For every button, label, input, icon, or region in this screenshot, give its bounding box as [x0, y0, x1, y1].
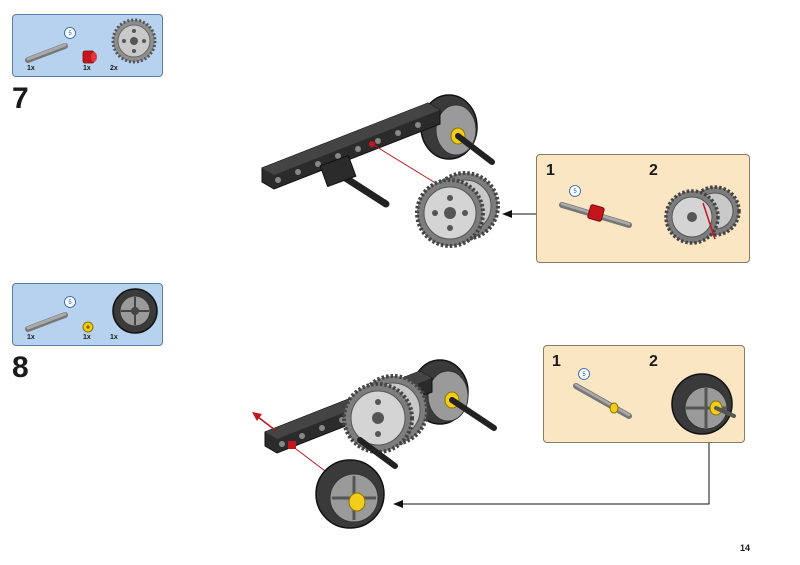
qty-wheel: 1x [110, 334, 118, 341]
subassembly-arrow [402, 440, 710, 505]
half-bush-part [82, 321, 94, 333]
parts-callout-art: 5 [25, 288, 158, 334]
svg-text:5: 5 [582, 372, 586, 378]
double-gear [415, 171, 500, 248]
qty-axle: 1x [27, 65, 35, 72]
subassembly-callout-step-7: 1 2 5 [536, 154, 750, 263]
length-callout-icon: 5 [64, 27, 76, 39]
substep-number: 2 [649, 162, 658, 179]
bush-part [82, 50, 97, 64]
qty-half-bush: 1x [83, 334, 91, 341]
wheel-front [315, 459, 385, 529]
parts-callout-step-8: 5 1x 1x 1x [12, 283, 163, 346]
gear-pair [664, 185, 741, 245]
subassembly-art: 5 [573, 368, 736, 435]
axle-lower [357, 437, 398, 469]
substep-number: 2 [649, 353, 658, 370]
parts-callout-art: 5 [25, 18, 157, 64]
svg-text:5: 5 [68, 31, 72, 37]
axle-part [25, 312, 68, 332]
connector-block [319, 154, 357, 188]
step-number: 8 [12, 351, 29, 384]
length-callout-icon: 5 [569, 185, 581, 197]
wheel-part [112, 288, 158, 334]
axle-part [25, 43, 68, 63]
double-gear [342, 374, 429, 454]
parts-callout-step-7: 5 1x 1x 2x [12, 14, 163, 77]
svg-text:5: 5 [68, 300, 72, 306]
red-bush [288, 441, 296, 449]
page-number: 14 [740, 543, 751, 553]
subassembly-art: 5 [559, 185, 741, 245]
gear-part [111, 18, 157, 64]
svg-text:5: 5 [573, 189, 577, 195]
qty-bush: 1x [83, 65, 91, 72]
lift-arm-beam [261, 102, 441, 190]
wheel-with-axle [671, 373, 736, 435]
qty-axle: 1x [27, 334, 35, 341]
step-number: 7 [12, 82, 29, 115]
substep-number: 1 [552, 353, 561, 370]
subassembly-callout-step-8: 1 2 5 [543, 345, 745, 443]
length-callout-icon: 5 [64, 296, 76, 308]
substep-number: 1 [546, 162, 555, 179]
length-callout-icon: 5 [578, 368, 590, 380]
axle-right [449, 397, 497, 431]
axle-right [455, 133, 495, 165]
qty-gear: 2x [110, 65, 118, 72]
push-direction-arrow [257, 416, 276, 431]
